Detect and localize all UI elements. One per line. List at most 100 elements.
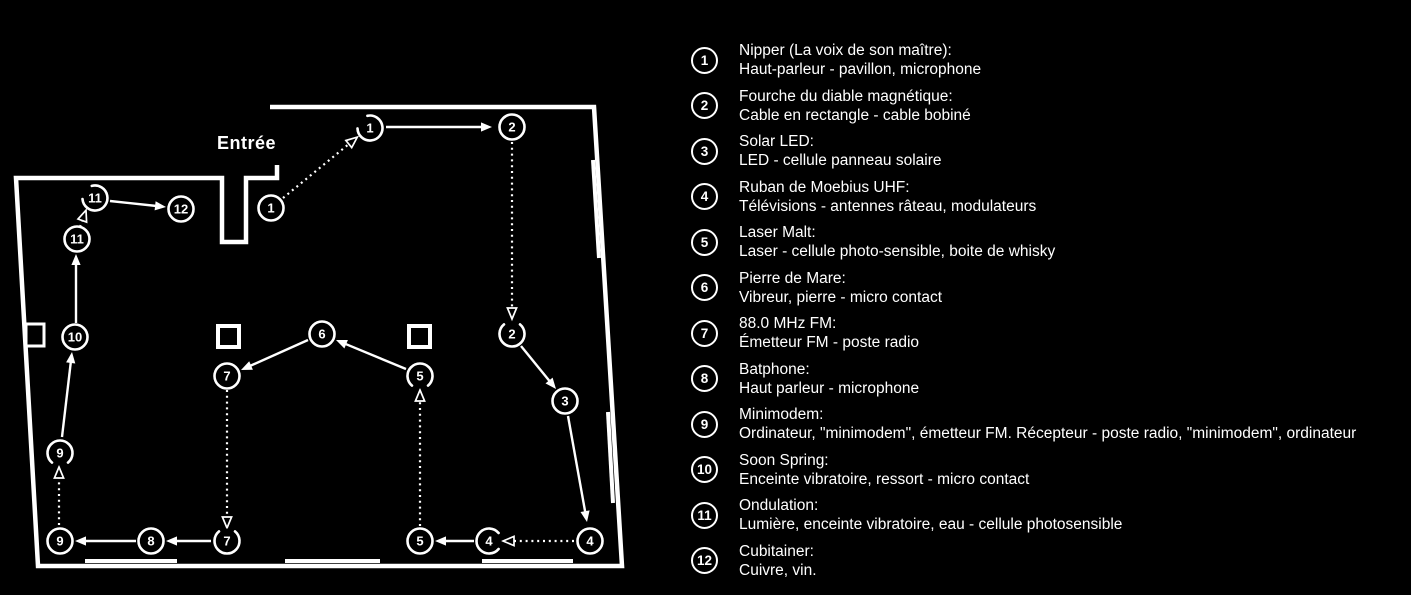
legend-item-description: Enceinte vibratoire, ressort - micro con… <box>739 470 1030 488</box>
map-node-fill-3 <box>552 388 578 414</box>
legend-item-number-badge: 6 <box>691 274 718 301</box>
arrowhead-5b-to-6 <box>336 340 348 349</box>
legend-item-number-badge: 11 <box>691 501 718 529</box>
arrowhead-4b-to-5a <box>435 536 446 546</box>
map-node-7a <box>213 362 241 390</box>
legend-item-number: 1 <box>700 52 709 68</box>
open-arrowhead-9a-to-9b <box>53 464 65 479</box>
map-node-label-11b: 11 <box>88 191 102 206</box>
map-node-label-4b: 4 <box>485 534 493 549</box>
legend-item-8: 8 Batphone: Haut parleur - microphone <box>691 360 1356 398</box>
legend-item-title: Laser Malt: <box>739 224 816 241</box>
legend-item-9: 9 Minimodem: Ordinateur, "minimodem", ém… <box>691 405 1356 443</box>
legend-item-number-badge: 5 <box>691 228 718 256</box>
legend-item-description: Vibreur, pierre - micro contact <box>739 288 943 306</box>
legend-item-6: 6 Pierre de Mare: Vibreur, pierre - micr… <box>691 269 1356 307</box>
legend-item-description: Haut parleur - microphone <box>739 379 920 397</box>
map-node-label-8: 8 <box>147 534 154 549</box>
map-node-2b <box>498 323 526 348</box>
legend-item-description: Haut-parleur - pavillon, microphone <box>739 61 982 78</box>
map-node-fill-2b <box>499 321 525 347</box>
legend-item-description: Télévisions - antennes râteau, modulateu… <box>739 197 1037 215</box>
map-node-fill-2a <box>499 114 525 140</box>
map-node-11b <box>81 184 109 212</box>
legend-item-number: 3 <box>700 143 709 159</box>
legend-item-number-badge: 1 <box>691 46 718 74</box>
map-node-label-9b: 9 <box>56 446 63 461</box>
legend-item-number-badge: 2 <box>691 92 718 119</box>
legend-item-title: 88.0 MHz FM: <box>739 315 837 332</box>
legend-item-title: Solar LED: <box>739 133 814 150</box>
legend-item-number: 9 <box>700 416 709 432</box>
legend-item-1: 1 Nipper (La voix de son maître): Haut-p… <box>691 41 1356 79</box>
map-node-5b <box>406 362 434 387</box>
open-arrowhead-7a-to-7b <box>221 516 233 531</box>
map-node-label-10: 10 <box>68 330 82 345</box>
arrow-2b-to-3 <box>520 345 553 385</box>
arrow-3-to-4a <box>566 415 587 516</box>
map-node-label-5b: 5 <box>416 369 423 384</box>
map-node-label-3: 3 <box>561 394 568 409</box>
legend-item-7: 7 88.0 MHz FM: Émetteur FM - poste radio <box>691 314 1356 352</box>
map-node-fill-8 <box>138 528 164 554</box>
legend-item-title: Batphone: <box>739 360 810 378</box>
arrowhead-2b-to-3 <box>545 377 556 389</box>
map-node-fill-12 <box>168 196 194 222</box>
map-node-label-7b: 7 <box>223 534 230 549</box>
legend-item-title: Ondulation: <box>739 497 819 514</box>
map-node-9b <box>46 439 74 464</box>
legend-item-5: 5 Laser Malt: Laser - cellule photo-sens… <box>691 223 1356 261</box>
legend-item-number: 10 <box>696 462 713 477</box>
map-node-5a <box>406 527 434 555</box>
legend-item-number: 5 <box>700 234 709 250</box>
map-node-2a <box>498 113 526 141</box>
wall-thick-segment-4 <box>591 159 601 259</box>
map-node-12 <box>167 195 195 223</box>
wall-thick-segment-5 <box>606 411 615 504</box>
room-walls <box>13 104 625 569</box>
arrowhead-6-to-7a <box>241 361 253 370</box>
map-node-fill-7b <box>214 528 240 554</box>
legend-item-description: Cable en rectangle - cable bobiné <box>739 106 971 124</box>
map-node-label-11a: 11 <box>70 232 84 247</box>
legend-item-number: 6 <box>700 280 709 295</box>
legend-item-number: 7 <box>700 325 709 341</box>
map-node-4a <box>576 527 604 555</box>
map-node-label-1b: 1 <box>366 121 373 136</box>
map-node-fill-11a <box>64 226 90 252</box>
map-node-fill-4a <box>577 528 603 554</box>
arrowhead-10-to-11a <box>71 254 81 265</box>
map-node-fill-7a <box>214 363 240 389</box>
floor-plan-background <box>0 0 680 595</box>
legend-item-number-badge: 3 <box>691 137 718 165</box>
map-node-3 <box>551 387 579 415</box>
pillar-1 <box>216 324 241 349</box>
legend-item-title: Minimodem: <box>739 406 824 423</box>
arrowhead-3-to-4a <box>580 510 590 522</box>
legend-item-description: LED - cellule panneau solaire <box>739 152 942 169</box>
map-node-fill-5a <box>407 528 433 554</box>
map-node-label-2a: 2 <box>508 120 515 135</box>
arrow-11b-to-12 <box>109 199 160 208</box>
legend-item-description: Lumière, enceinte vibratoire, eau - cell… <box>739 516 1123 533</box>
map-node-fill-6 <box>309 321 335 347</box>
map-node-label-2b: 2 <box>508 327 515 342</box>
legend-item-number-badge: 7 <box>691 319 718 347</box>
map-node-7b <box>213 530 241 555</box>
legend-item-description: Ordinateur, "minimodem", émetteur FM. Ré… <box>739 425 1357 442</box>
map-node-fill-9b <box>47 440 73 466</box>
legend-item-title: Pierre de Mare: <box>739 269 846 287</box>
entrance-label: Entrée <box>217 133 277 153</box>
arrowhead-7b-to-8 <box>166 536 177 546</box>
legend-item-number: 2 <box>700 98 709 113</box>
legend-item-number-badge: 12 <box>691 547 718 574</box>
open-arrowhead-1a-to-1b <box>344 135 360 150</box>
legend-item-title: Ruban de Moebius UHF: <box>739 178 910 196</box>
map-node-10 <box>61 323 89 351</box>
map-node-fill-9a <box>47 528 73 554</box>
legend-item-number: 11 <box>697 507 712 523</box>
open-arrowhead-2a-to-2b <box>506 307 518 322</box>
map-node-fill-1a <box>258 195 284 221</box>
legend-item-number-badge: 9 <box>691 410 718 438</box>
